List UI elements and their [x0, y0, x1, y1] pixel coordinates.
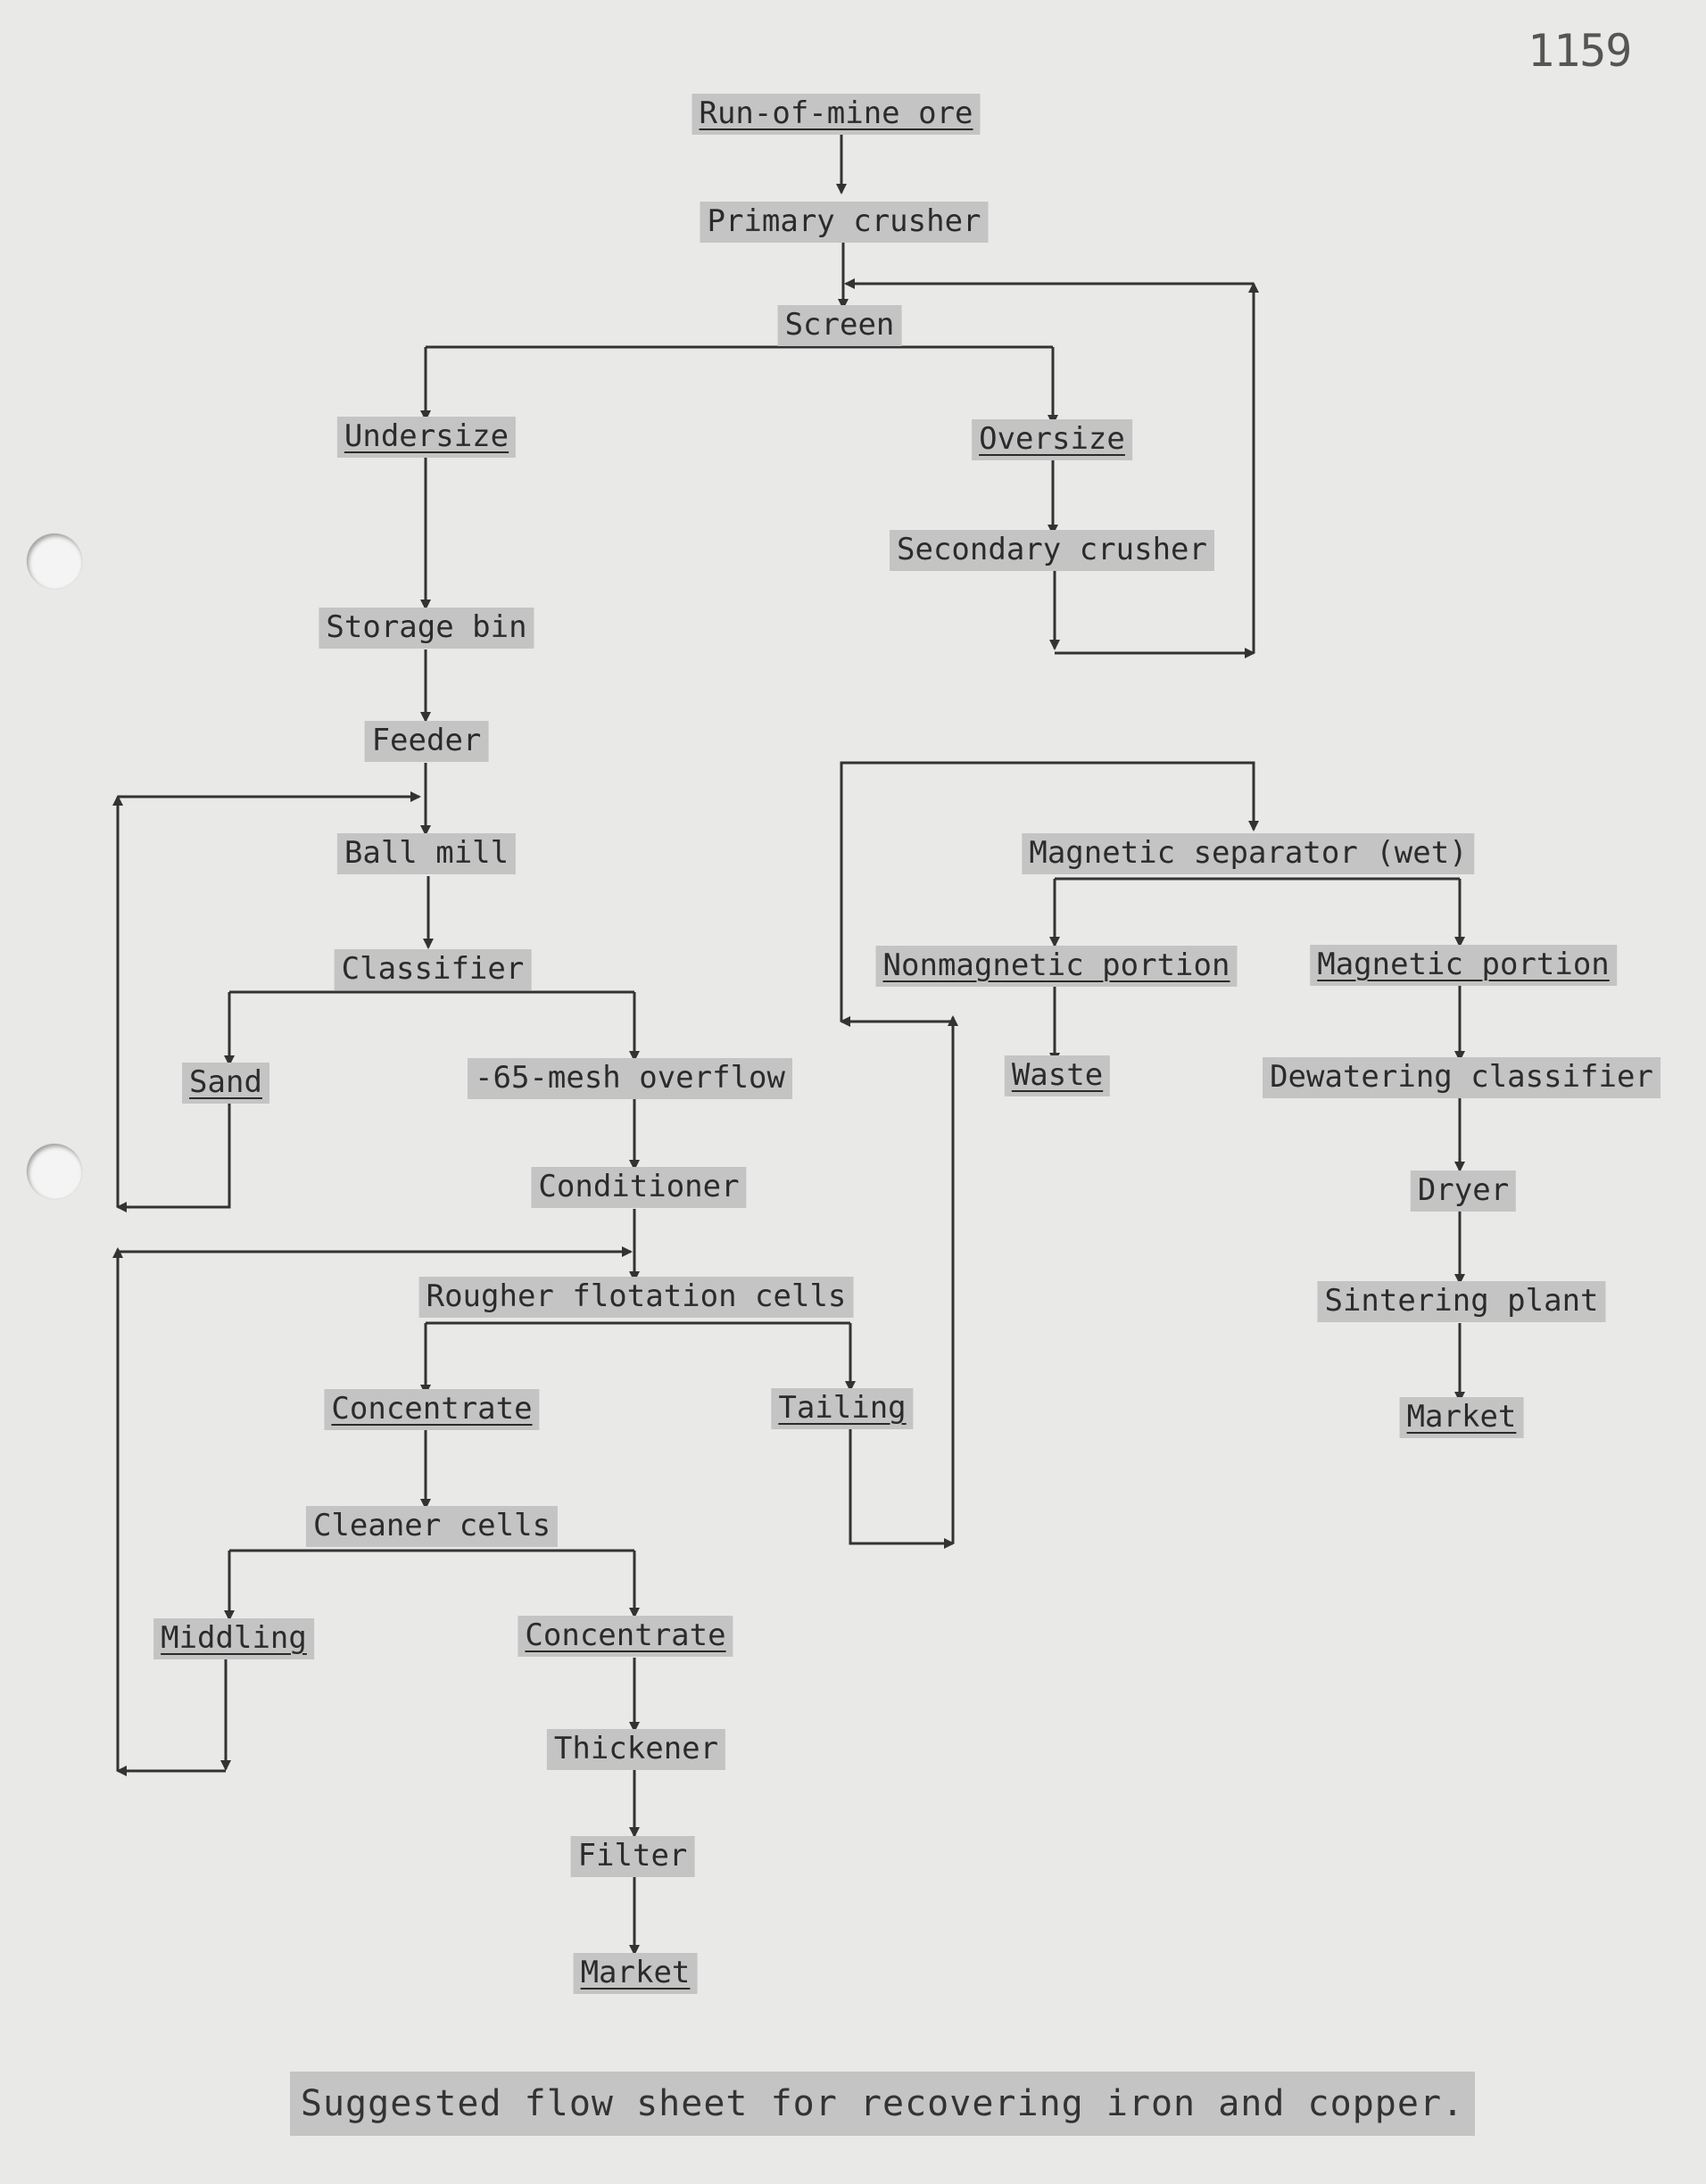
node-screen: Screen [777, 305, 902, 346]
node-market-copper: Market [573, 1953, 698, 1994]
node-undersize: Undersize [336, 417, 517, 458]
node-ball-mill: Ball mill [336, 833, 517, 874]
node-thickener: Thickener [546, 1729, 726, 1770]
node-cleaner-cells: Cleaner cells [305, 1506, 559, 1547]
node-secondary-crusher: Secondary crusher [890, 530, 1214, 571]
node-tailing: Tailing [771, 1388, 914, 1429]
punch-hole [27, 534, 82, 589]
flow-arrow [840, 761, 1259, 1022]
node-oversize: Oversize [972, 419, 1132, 460]
node-waste: Waste [1004, 1055, 1111, 1096]
node-market-iron: Market [1399, 1397, 1524, 1438]
node-magnetic-portion: Magnetic portion [1310, 945, 1617, 986]
node-classifier: Classifier [334, 949, 532, 990]
node-sand: Sand [182, 1063, 269, 1104]
node-conditioner: Conditioner [531, 1167, 747, 1208]
page-number: 1159 [1528, 25, 1632, 77]
figure-caption: Suggested flow sheet for recovering iron… [290, 2072, 1475, 2136]
node-65-mesh-overflow: -65-mesh overflow [468, 1058, 792, 1099]
node-magnetic-separator: Magnetic separator (wet) [1022, 833, 1475, 874]
node-dryer: Dryer [1410, 1171, 1517, 1212]
node-dewatering-classifier: Dewatering classifier [1263, 1057, 1660, 1098]
flow-arrow [849, 1427, 955, 1549]
node-primary-crusher: Primary crusher [700, 202, 989, 243]
node-nonmagnetic-portion: Nonmagnetic portion [875, 946, 1238, 987]
node-concentrate-cleaner: Concentrate [518, 1616, 733, 1657]
node-rougher-flotation-cells: Rougher flotation cells [418, 1277, 854, 1318]
node-sintering-plant: Sintering plant [1317, 1281, 1606, 1322]
node-storage-bin: Storage bin [319, 608, 534, 649]
node-feeder: Feeder [364, 721, 489, 762]
flow-arrow [116, 1103, 231, 1212]
punch-hole [27, 1144, 82, 1199]
node-filter: Filter [570, 1836, 695, 1877]
node-concentrate-rougher: Concentrate [324, 1389, 540, 1430]
node-run-of-mine-ore: Run-of-mine ore [692, 94, 981, 135]
node-middling: Middling [153, 1618, 314, 1659]
